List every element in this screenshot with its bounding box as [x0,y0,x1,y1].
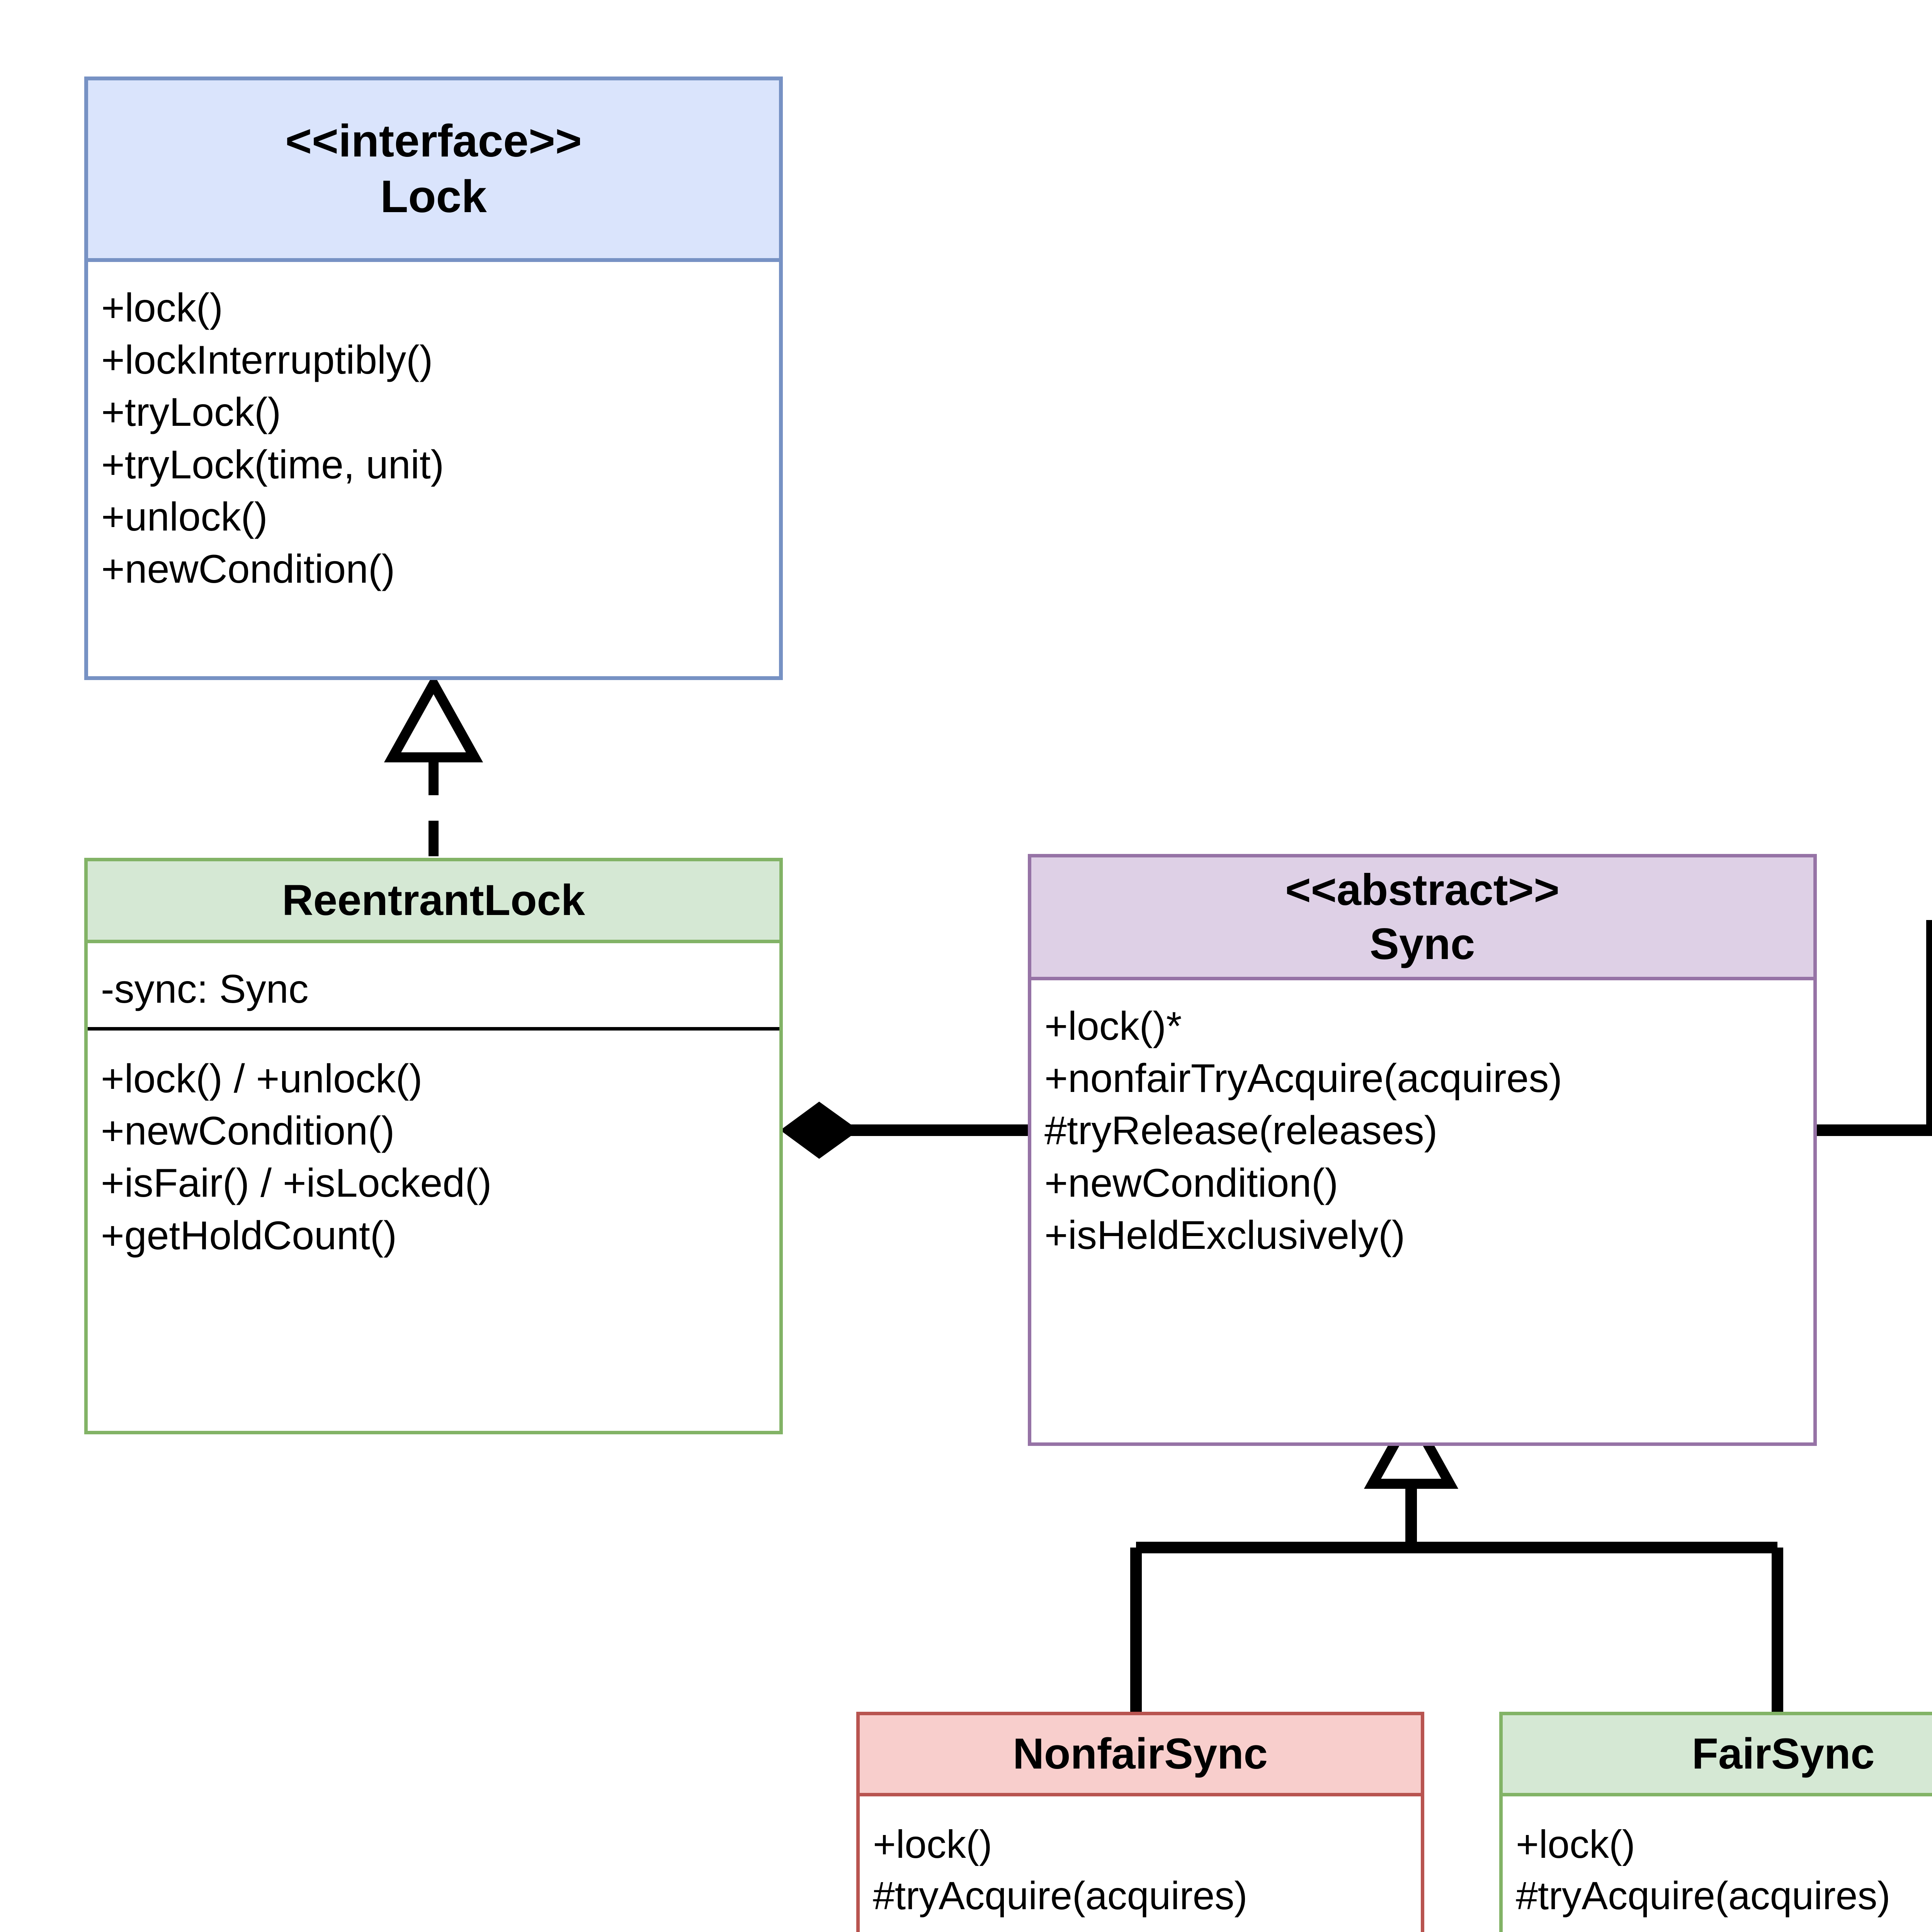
class-box-nonfairsync[interactable]: NonfairSync +lock() #tryAcquire(acquires… [856,1712,1424,1932]
hollow-triangle-arrowhead [1364,1404,1459,1489]
operation-line: +unlock() [101,494,268,539]
class-name-reentrantlock: ReentrantLock [282,876,585,925]
class-box-sync[interactable]: <<abstract>> Sync +lock()* +nonfairTryAc… [1028,854,1817,1446]
operation-line: #tryAcquire(acquires) [873,1873,1248,1918]
edge-generalization-sync-to-aqs [1817,920,1932,1136]
operation-line: +lock() [873,1822,992,1866]
class-operations-fairsync: +lock() #tryAcquire(acquires) [1503,1796,1932,1921]
operation-line: +newCondition() [101,1109,395,1154]
filled-diamond-arrowhead [780,1102,859,1159]
class-header-nonfairsync: NonfairSync [860,1715,1421,1796]
class-name-lock: Lock [380,171,487,222]
operation-line: +getHoldCount() [101,1213,397,1258]
class-header-fairsync: FairSync [1503,1715,1932,1796]
hollow-triangle-arrowhead [384,673,483,762]
class-operations-sync: +lock()* +nonfairTryAcquire(acquires) #t… [1031,980,1813,1262]
operation-line: #tryAcquire(acquires) [1516,1873,1891,1918]
operation-line: #tryRelease(releases) [1044,1108,1438,1153]
operation-line: +lock() / +unlock() [101,1056,423,1101]
class-box-lock[interactable]: <<interface>> Lock +lock() +lockInterrup… [84,77,783,680]
edge-generalization-subsyncs-to-sync [1130,1404,1783,1712]
class-box-reentrantlock[interactable]: ReentrantLock -sync: Sync +lock() / +unl… [84,858,783,1434]
operation-line: +nonfairTryAcquire(acquires) [1044,1056,1563,1101]
class-header-reentrantlock: ReentrantLock [88,861,779,943]
class-operations-reentrantlock: +lock() / +unlock() +newCondition() +isF… [88,1031,779,1262]
operation-line: +newCondition() [101,546,395,592]
operation-line: +lock() [101,286,223,330]
attribute-line: -sync: Sync [101,967,309,1012]
operation-line: +lockInterruptibly() [101,338,433,383]
class-operations-lock: +lock() +lockInterruptibly() +tryLock() … [88,262,779,595]
class-name-sync: Sync [1369,919,1475,969]
class-stereotype-sync: <<abstract>> [1285,866,1560,915]
class-header-lock: <<interface>> Lock [88,80,779,262]
class-operations-nonfairsync: +lock() #tryAcquire(acquires) [860,1796,1421,1921]
operation-line: +newCondition() [1044,1160,1338,1206]
class-header-sync: <<abstract>> Sync [1031,857,1813,980]
operation-line: +tryLock(time, unit) [101,442,444,487]
class-box-fairsync[interactable]: FairSync +lock() #tryAcquire(acquires) [1499,1712,1932,1932]
operation-line: +lock()* [1044,1004,1182,1049]
operation-line: +tryLock() [101,390,281,435]
edge-composition-reentrantlock-to-sync [780,1102,1028,1159]
operation-line: +lock() [1516,1822,1635,1866]
edge-realization-reentrantlock-to-lock [384,673,483,856]
operation-line: +isFair() / +isLocked() [101,1161,492,1206]
operation-line: +isHeldExclusively() [1044,1213,1405,1258]
class-name-nonfairsync: NonfairSync [1013,1730,1268,1778]
class-attributes-reentrantlock: -sync: Sync [88,943,779,1031]
class-name-fairsync: FairSync [1692,1730,1875,1778]
class-stereotype-lock: <<interface>> [285,116,582,167]
